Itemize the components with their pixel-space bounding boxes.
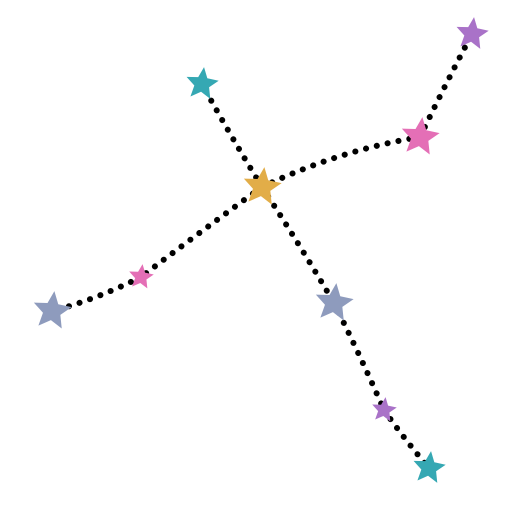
star-node-down-lower bbox=[372, 397, 397, 422]
star-node-top-right bbox=[456, 17, 489, 49]
star-node-down-end bbox=[413, 451, 446, 483]
edge-center-to-left-mid bbox=[138, 184, 265, 280]
edge-center-to-top-left bbox=[199, 81, 265, 190]
star-node-top-left bbox=[186, 67, 219, 99]
edges-layer bbox=[49, 31, 475, 471]
star-node-down-mid bbox=[315, 283, 354, 321]
star-node-left-end bbox=[33, 291, 72, 329]
edge-right-mid-to-top-right bbox=[417, 31, 475, 140]
nodes-layer bbox=[33, 17, 489, 483]
edge-center-to-right-mid bbox=[259, 134, 423, 190]
edge-down-lower-to-down-end bbox=[381, 407, 432, 471]
star-node-right-mid bbox=[401, 117, 440, 155]
star-node-left-mid bbox=[129, 264, 154, 289]
star-node-center bbox=[243, 167, 282, 205]
edge-down-mid-to-down-lower bbox=[331, 300, 387, 413]
edge-center-to-down-mid bbox=[259, 184, 337, 306]
